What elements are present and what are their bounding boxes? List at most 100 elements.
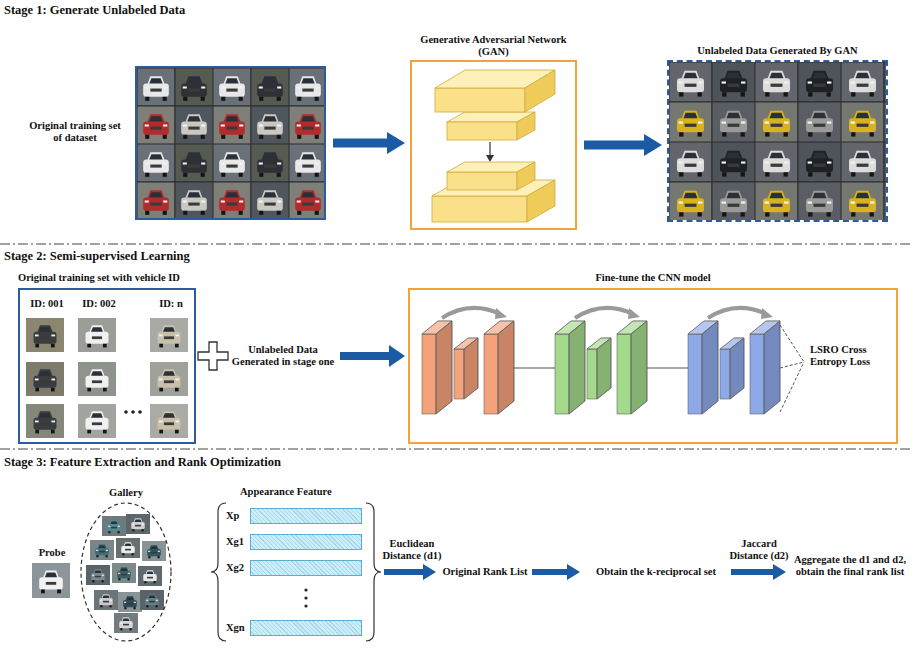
node-label: Gallery: [76, 487, 176, 499]
id-photos: [26, 318, 64, 352]
gan-blocks: [517, 112, 535, 140]
section-separator: [0, 449, 913, 450]
photo-grid: [137, 68, 324, 218]
node-label: Original training set with vehicle ID: [18, 272, 233, 284]
brace: [211, 503, 381, 641]
id-photos: [158, 411, 181, 433]
gan-blocks: [527, 180, 555, 222]
node-label: Xp: [226, 510, 248, 522]
id-photos: [150, 362, 188, 396]
gallery-photos: [119, 617, 133, 630]
id-photos: [26, 318, 188, 438]
gan-blocks: [486, 155, 494, 162]
feature-bar: Xp: [250, 508, 362, 524]
plus-sign: [198, 342, 228, 370]
id-photos: [158, 369, 181, 391]
gallery-photos: [145, 594, 159, 607]
ellipsis-dots: [124, 410, 142, 414]
ellipsis-dots: [124, 410, 128, 414]
generated-box: Unlabeled Data Generated By GAN: [667, 60, 888, 222]
cnn-blocks: [780, 362, 804, 412]
annotation: Jaccard Distance (d2): [726, 538, 792, 562]
ellipsis-dots: [131, 410, 135, 414]
cnn-box: Fine-tune the CNN modelLSRO Cross Entrop…: [408, 288, 898, 444]
id-photos: [150, 404, 188, 438]
gallery-photos: [143, 570, 157, 583]
node-label: Xgn: [226, 622, 248, 634]
gallery-photos: [131, 518, 145, 531]
gallery-photos: [95, 544, 109, 557]
node-label: Unlabeled Data Generated By GAN: [669, 45, 886, 57]
cnn-blocks: [555, 308, 647, 414]
stage-heading: Stage 1: Generate Unlabeled Data: [4, 3, 185, 17]
feature-bar: Xg1: [250, 534, 362, 550]
gan-blocks: [517, 162, 535, 190]
section-separator: [0, 244, 913, 245]
annotation: Probe: [30, 547, 74, 559]
node-text: ID: n: [149, 298, 193, 310]
id-box: Original training set with vehicle IDID:…: [18, 288, 196, 444]
gallery-photos: [138, 566, 162, 586]
flow-arrow: [532, 564, 580, 580]
node-label: Fine-tune the CNN model: [410, 272, 896, 284]
id-photos: [34, 411, 57, 433]
feature-bar: Xgn: [250, 620, 362, 636]
gallery-photos: [147, 545, 161, 558]
gallery-photos: [86, 565, 110, 585]
cnn-blocks: [422, 308, 804, 414]
gallery-photos: [121, 542, 135, 555]
probe-photo: [39, 571, 63, 594]
id-photos: [26, 404, 64, 438]
gallery-photos: [116, 538, 140, 558]
image-box: Original training set of dataset: [135, 66, 326, 220]
id-photos: [158, 325, 181, 347]
vertical-dots: [304, 604, 307, 607]
annotation: Euclidean Distance (d1): [378, 538, 446, 562]
gan-blocks: [432, 70, 555, 222]
vertical-dots: [304, 588, 307, 591]
gallery-photos: [126, 514, 150, 534]
gallery-photos: [112, 563, 136, 583]
gallery-photos: [107, 520, 121, 533]
gan-blocks: [447, 122, 517, 140]
ellipsis-dots: [138, 410, 142, 414]
gallery-photos: [94, 590, 118, 610]
gallery-photos: [86, 514, 166, 633]
node-label: Original training set of dataset: [25, 120, 125, 144]
vertical-dots: [304, 588, 307, 607]
id-photos: [78, 362, 116, 396]
node-label: Xg1: [226, 536, 248, 548]
id-photos: [34, 325, 57, 347]
gan-blocks: [432, 196, 527, 222]
probe-photo: [32, 563, 70, 598]
id-photos: [26, 362, 64, 396]
gallery-photos: [90, 540, 114, 560]
brace: [366, 503, 381, 641]
cnn-blocks: [514, 368, 555, 369]
flow-arrow: [333, 132, 405, 154]
probe-photo: [32, 563, 70, 598]
cnn-blocks: [647, 368, 688, 369]
feature-bar: Xg2: [250, 560, 362, 576]
gallery-photos: [142, 541, 166, 561]
ellipse-outline: [81, 503, 171, 641]
gan-blocks: [525, 70, 555, 112]
node-label: Generative Adversarial Network (GAN): [418, 34, 569, 58]
annotation: Obtain the k-reciprocal set: [582, 566, 730, 578]
gallery-photos: [102, 516, 126, 536]
cnn-blocks: [780, 362, 804, 368]
id-photos: [86, 369, 109, 391]
photo-grid: [669, 62, 886, 220]
node-text: ID: 001: [25, 298, 69, 310]
cnn-blocks: [780, 325, 804, 412]
flow-arrow: [340, 345, 405, 367]
id-photos: [86, 411, 109, 433]
flow-arrow: [384, 564, 786, 580]
node-label: Xg2: [226, 562, 248, 574]
gallery-photos: [114, 613, 138, 633]
annotation: Original Rank List: [440, 566, 530, 578]
flow-arrow: [731, 564, 786, 580]
id-photos: [150, 318, 188, 352]
cnn-blocks: [780, 325, 804, 362]
